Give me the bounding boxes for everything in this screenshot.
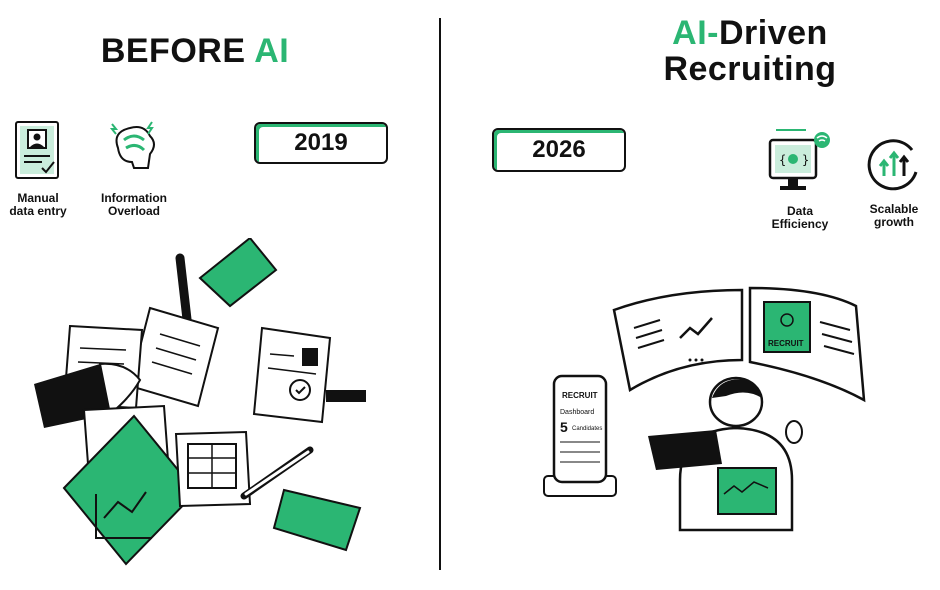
data-efficiency-label: Data Efficiency — [771, 204, 829, 232]
svg-text:}: } — [802, 153, 809, 167]
document-user-icon — [12, 120, 64, 182]
year-2019-text: 2019 — [294, 129, 348, 156]
svg-text:{: { — [779, 153, 786, 167]
brain-overload-icon — [104, 118, 164, 180]
phone-candidates-label: Candidates — [572, 426, 602, 432]
year-2026-text: 2026 — [532, 136, 586, 163]
manual-paperwork-illustration — [30, 236, 390, 578]
ai-workstation-illustration: RECRUIT RECRUIT Dashboard 5 Candidates — [530, 280, 870, 550]
year-2026-box: 2026 — [492, 128, 626, 172]
center-divider — [439, 18, 441, 570]
before-ai-title: BEFORE AI — [100, 32, 290, 70]
scalable-growth-label: Scalable growth — [869, 202, 919, 230]
growth-arrows-icon — [864, 136, 922, 194]
phone-candidate-count: 5 — [560, 419, 568, 435]
phone-dashboard-label: Dashboard — [560, 409, 594, 416]
information-overload-label: Information Overload — [101, 191, 167, 219]
screen-recruit-badge: RECRUIT — [768, 339, 804, 348]
year-2019-box: 2019 — [254, 122, 388, 164]
manual-data-entry-label: Manual data entry — [9, 191, 67, 219]
monitor-code-icon: { } — [766, 126, 832, 196]
ai-driven-recruiting-title: AI-Driven Recruiting — [663, 14, 837, 88]
phone-recruit-header: RECRUIT — [562, 391, 598, 400]
